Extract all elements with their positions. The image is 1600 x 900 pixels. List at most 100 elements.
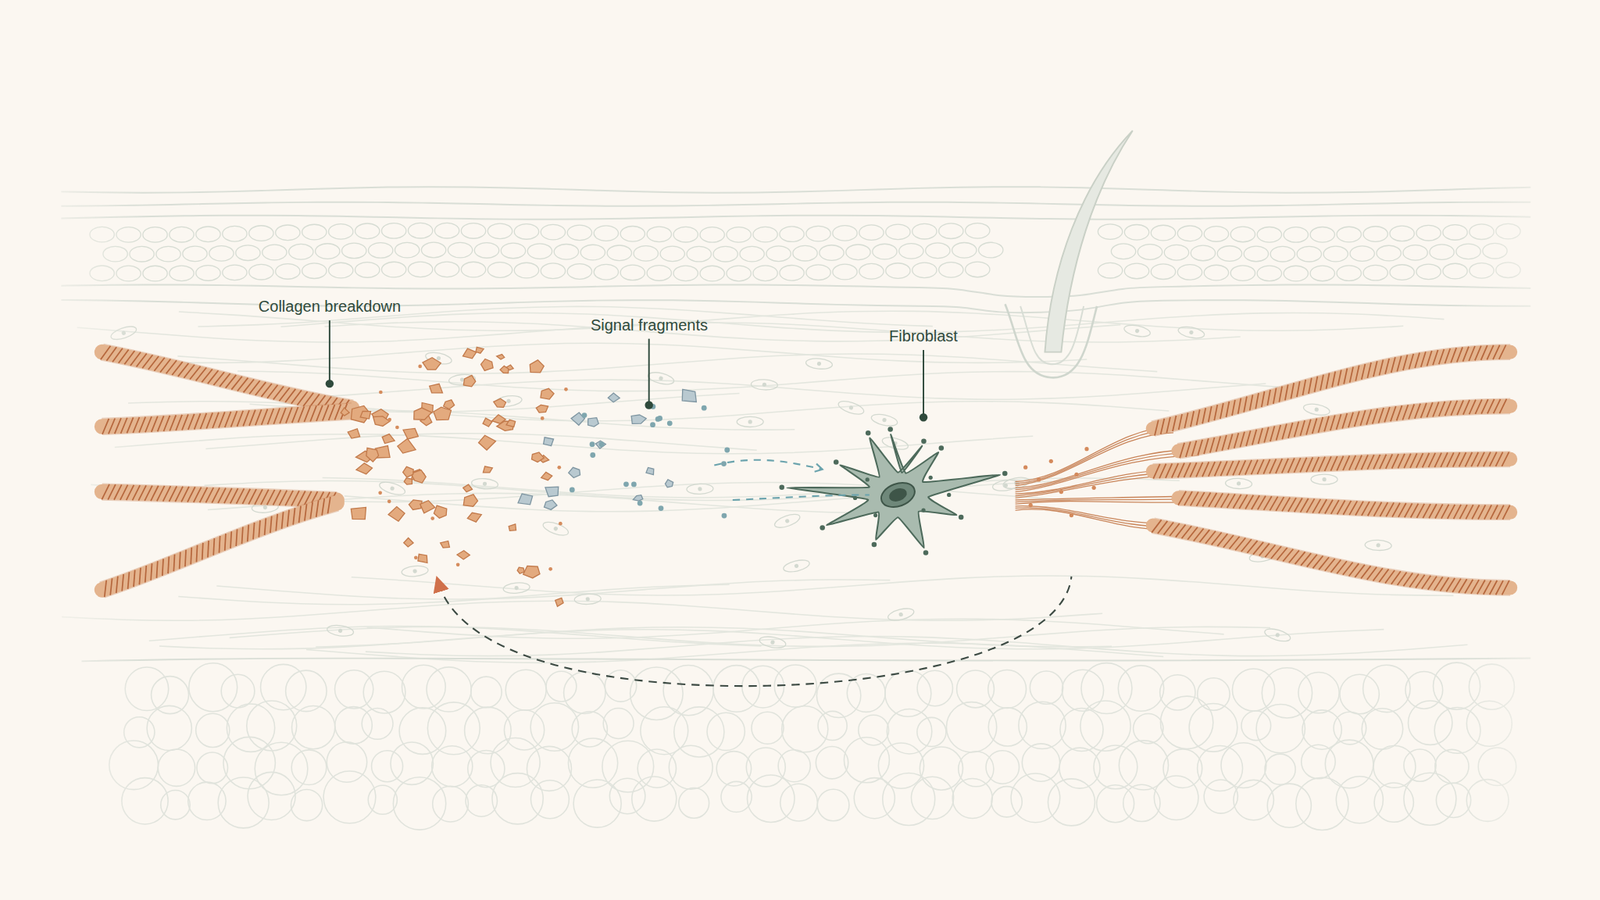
fragment-dot [548,567,553,572]
epidermis-cell [1350,246,1375,262]
fat-cell [188,782,226,820]
epidermis-cell [116,227,141,243]
epidermis-cell [1323,246,1348,262]
epidermis-cell [939,223,964,240]
epidermis-cell [1336,265,1361,282]
epidermis-cell [806,225,831,242]
epidermis-cell [355,262,380,279]
fat-cell [886,708,933,754]
new-collagen-dot [1023,465,1028,470]
collagen-fragment [535,404,548,413]
dermis-fiber [237,371,1279,392]
collagen-rope [1178,491,1511,520]
epidermis-cell [368,242,393,259]
signal-dot [650,421,656,428]
signal-dot [599,441,605,447]
dermis-cell [1302,402,1331,418]
fat-cell [399,707,447,755]
process-tip [923,550,929,556]
fat-cell [817,710,847,740]
process-tip [865,430,872,436]
callout-label: Fibroblast [889,327,958,346]
epidermis-cell [103,246,128,262]
process-tip [871,542,878,548]
epidermis-cell [540,224,565,240]
fat-cell [1018,701,1066,749]
epidermis-cell [1097,262,1122,279]
signal-dot [655,416,661,422]
epidermis-cell [342,242,367,259]
fat-cell [910,776,954,819]
collagen-rope [1178,399,1511,459]
dermis-cell [750,378,779,391]
epidermis-cell [646,265,672,282]
fat-cell [530,780,569,819]
dermis-fiber [366,618,1224,639]
epidermis-cell [739,246,765,262]
epidermis-cell [434,261,459,278]
skin-background [60,186,1531,830]
collagen-fragment [482,417,493,427]
epidermis-cell [1257,265,1282,282]
new-collagen-dot [1069,513,1074,518]
fat-cell [917,717,947,747]
epidermis-cell [859,225,884,241]
dermis-cell [109,324,138,343]
collagen-fragment [414,407,433,420]
fat-cell [151,676,190,715]
dermis-cell [870,412,899,429]
fat-cell [1261,667,1312,718]
fragment-dot [540,416,545,421]
fragment-dot [558,521,563,526]
epidermis-cell [474,242,499,259]
collagen-fragment [529,360,544,373]
fat-cell [1335,776,1383,824]
epidermis-cell [859,263,884,279]
collagen-fragment [463,484,473,493]
epidermis-cell [381,223,406,240]
epidermis-cell [235,245,261,261]
epidermis-cell [1310,265,1335,282]
fragment-dot [456,562,461,567]
fragment-dot [378,390,383,395]
epidermis-cell [116,265,141,282]
fat-cell [392,777,446,830]
epidermis-cell [1496,262,1521,279]
epidermis-cell [1442,225,1468,241]
fat-cell [1466,779,1509,822]
signal-fragment [543,437,554,447]
process-tip [939,445,945,451]
epidermis-cell [394,242,419,258]
signal-dot [658,505,665,511]
signal-dot [721,460,727,467]
epidermis-cell [89,226,115,243]
collagen-fragment [433,505,447,518]
fat-cell [632,776,677,822]
signal-arrow [732,494,870,500]
epidermis-cell [1177,225,1202,242]
epidermis-cell [1230,226,1255,243]
leader-dot [325,379,334,388]
epidermis-cell [514,224,539,240]
epidermis-cell [222,264,247,281]
fat-cell [958,751,994,787]
dermis-cell [836,398,865,417]
fat-cell [707,712,745,750]
fat-cell [1197,746,1243,792]
fat-cell [853,778,895,819]
fragment-dot [417,364,422,369]
fat-cell [490,737,540,787]
collagen-fragment [422,357,441,370]
dermis-cell [886,606,915,623]
fat-cell [817,789,850,822]
fat-cell [917,670,953,706]
epidermis-cell [753,226,778,243]
epidermis-cell [620,264,645,281]
epidermis-cell [196,226,221,243]
new-collagen-dot [1049,459,1054,464]
fat-cell [432,746,473,787]
collagen-fragment [403,428,418,440]
fat-cell [1189,703,1238,752]
epidermis-cell [275,264,300,280]
dermis-fiber [216,579,890,600]
